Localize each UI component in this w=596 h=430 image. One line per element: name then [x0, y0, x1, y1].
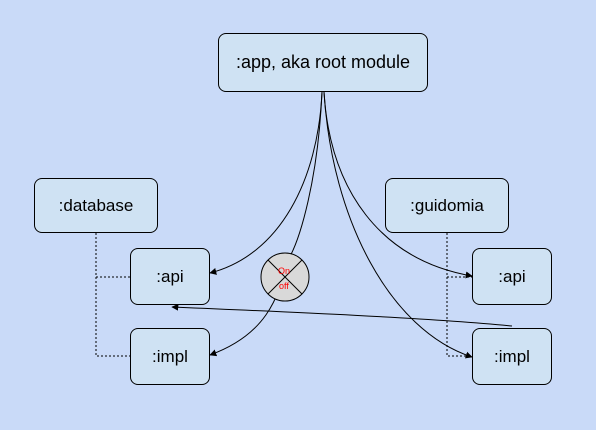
toggle-cross-line-2	[267, 259, 303, 295]
guidomia-module-label: :guidomia	[410, 195, 484, 215]
app-root-module-label: :app, aka root module	[235, 52, 411, 72]
guidomia-impl-to-database-api-arrow	[171, 303, 513, 327]
guidomia-impl-dotted-link	[446, 277, 472, 357]
on-off-toggle: On off	[260, 252, 310, 302]
database-api-node: :api	[130, 248, 210, 305]
guidomia-api-dotted-link	[446, 233, 472, 278]
database-impl-node: :impl	[130, 328, 210, 385]
database-module-node: :database	[34, 178, 158, 233]
database-api-label: :api	[156, 266, 184, 286]
app-to-guidomia-impl-arrow	[323, 91, 473, 359]
app-to-guidomia-api-arrow	[323, 91, 473, 279]
guidomia-impl-label: :impl	[494, 346, 530, 366]
app-to-database-api-arrow	[209, 91, 323, 275]
toggle-off-label: off	[279, 281, 289, 291]
database-impl-dotted-link	[95, 277, 130, 357]
guidomia-module-node: :guidomia	[385, 178, 509, 233]
database-impl-label: :impl	[152, 346, 188, 366]
guidomia-api-label: :api	[498, 266, 526, 286]
database-api-dotted-link	[95, 233, 130, 278]
app-to-database-impl-arrow	[209, 91, 323, 357]
toggle-on-label: On	[278, 266, 290, 276]
guidomia-impl-node: :impl	[472, 328, 552, 385]
database-module-label: :database	[58, 195, 134, 215]
app-root-module-node: :app, aka root module	[218, 33, 428, 92]
guidomia-api-node: :api	[472, 248, 552, 305]
